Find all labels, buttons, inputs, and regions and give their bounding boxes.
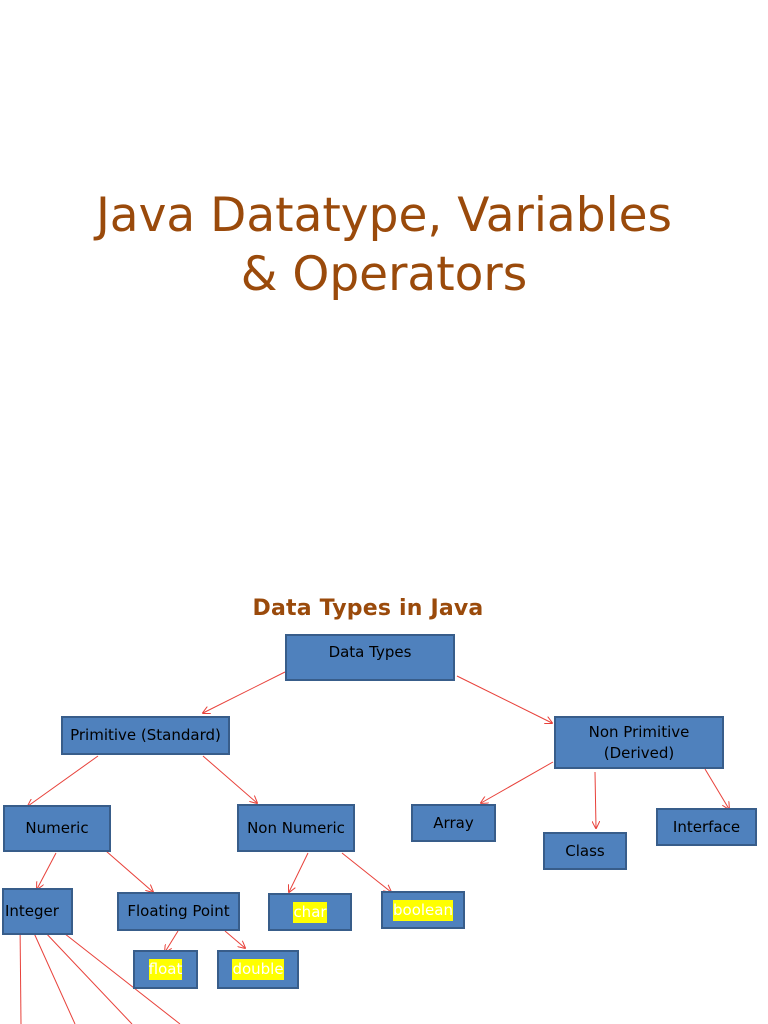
arrow-nonprimitive-class — [595, 771, 596, 828]
char-label: char — [293, 901, 327, 923]
slide-title-line-1: Java Datatype, Variables — [95, 188, 673, 243]
node-data-types: Data Types — [285, 634, 455, 681]
arrow-nonnumeric-boolean — [341, 852, 391, 892]
node-primitive: Primitive (Standard) — [61, 716, 230, 755]
arrow-floatingpoint-double — [224, 930, 245, 948]
node-double: double — [217, 950, 299, 989]
node-array: Array — [411, 804, 496, 842]
node-non-primitive: Non Primitive (Derived) — [554, 716, 724, 769]
arrow-numeric-floatingpoint — [105, 850, 153, 892]
node-integer: Integer — [2, 888, 73, 935]
arrow-nonprimitive-interface — [704, 768, 729, 809]
double-label: double — [232, 959, 284, 980]
node-numeric: Numeric — [3, 805, 111, 852]
line-integer-4 — [59, 929, 181, 1024]
arrow-datatypes-primitive — [203, 671, 286, 713]
node-class: Class — [543, 832, 627, 870]
line-integer-2 — [28, 921, 76, 1024]
float-label: float — [148, 959, 183, 980]
node-floating-point: Floating Point — [117, 892, 240, 931]
boolean-label: boolean — [393, 899, 453, 921]
node-boolean: boolean — [381, 891, 465, 929]
node-interface: Interface — [656, 808, 757, 846]
arrow-primitive-numeric — [28, 755, 99, 806]
line-integer-1 — [19, 921, 22, 1024]
diagram-title: Data Types in Java — [252, 596, 484, 621]
arrow-floatingpoint-float — [165, 930, 179, 952]
node-float: float — [133, 950, 198, 989]
arrow-datatypes-nonprimitive — [456, 675, 552, 723]
line-integer-3 — [42, 929, 133, 1024]
slide-title: Java Datatype, Variables & Operators — [0, 186, 768, 304]
arrow-numeric-integer — [37, 852, 57, 889]
node-non-numeric: Non Numeric — [237, 804, 355, 852]
node-char: char — [268, 893, 352, 931]
arrow-nonprimitive-array — [481, 761, 554, 803]
slide-title-line-2: & Operators — [240, 247, 528, 302]
arrow-primitive-nonnumeric — [202, 755, 257, 803]
arrow-nonnumeric-char — [289, 852, 309, 892]
